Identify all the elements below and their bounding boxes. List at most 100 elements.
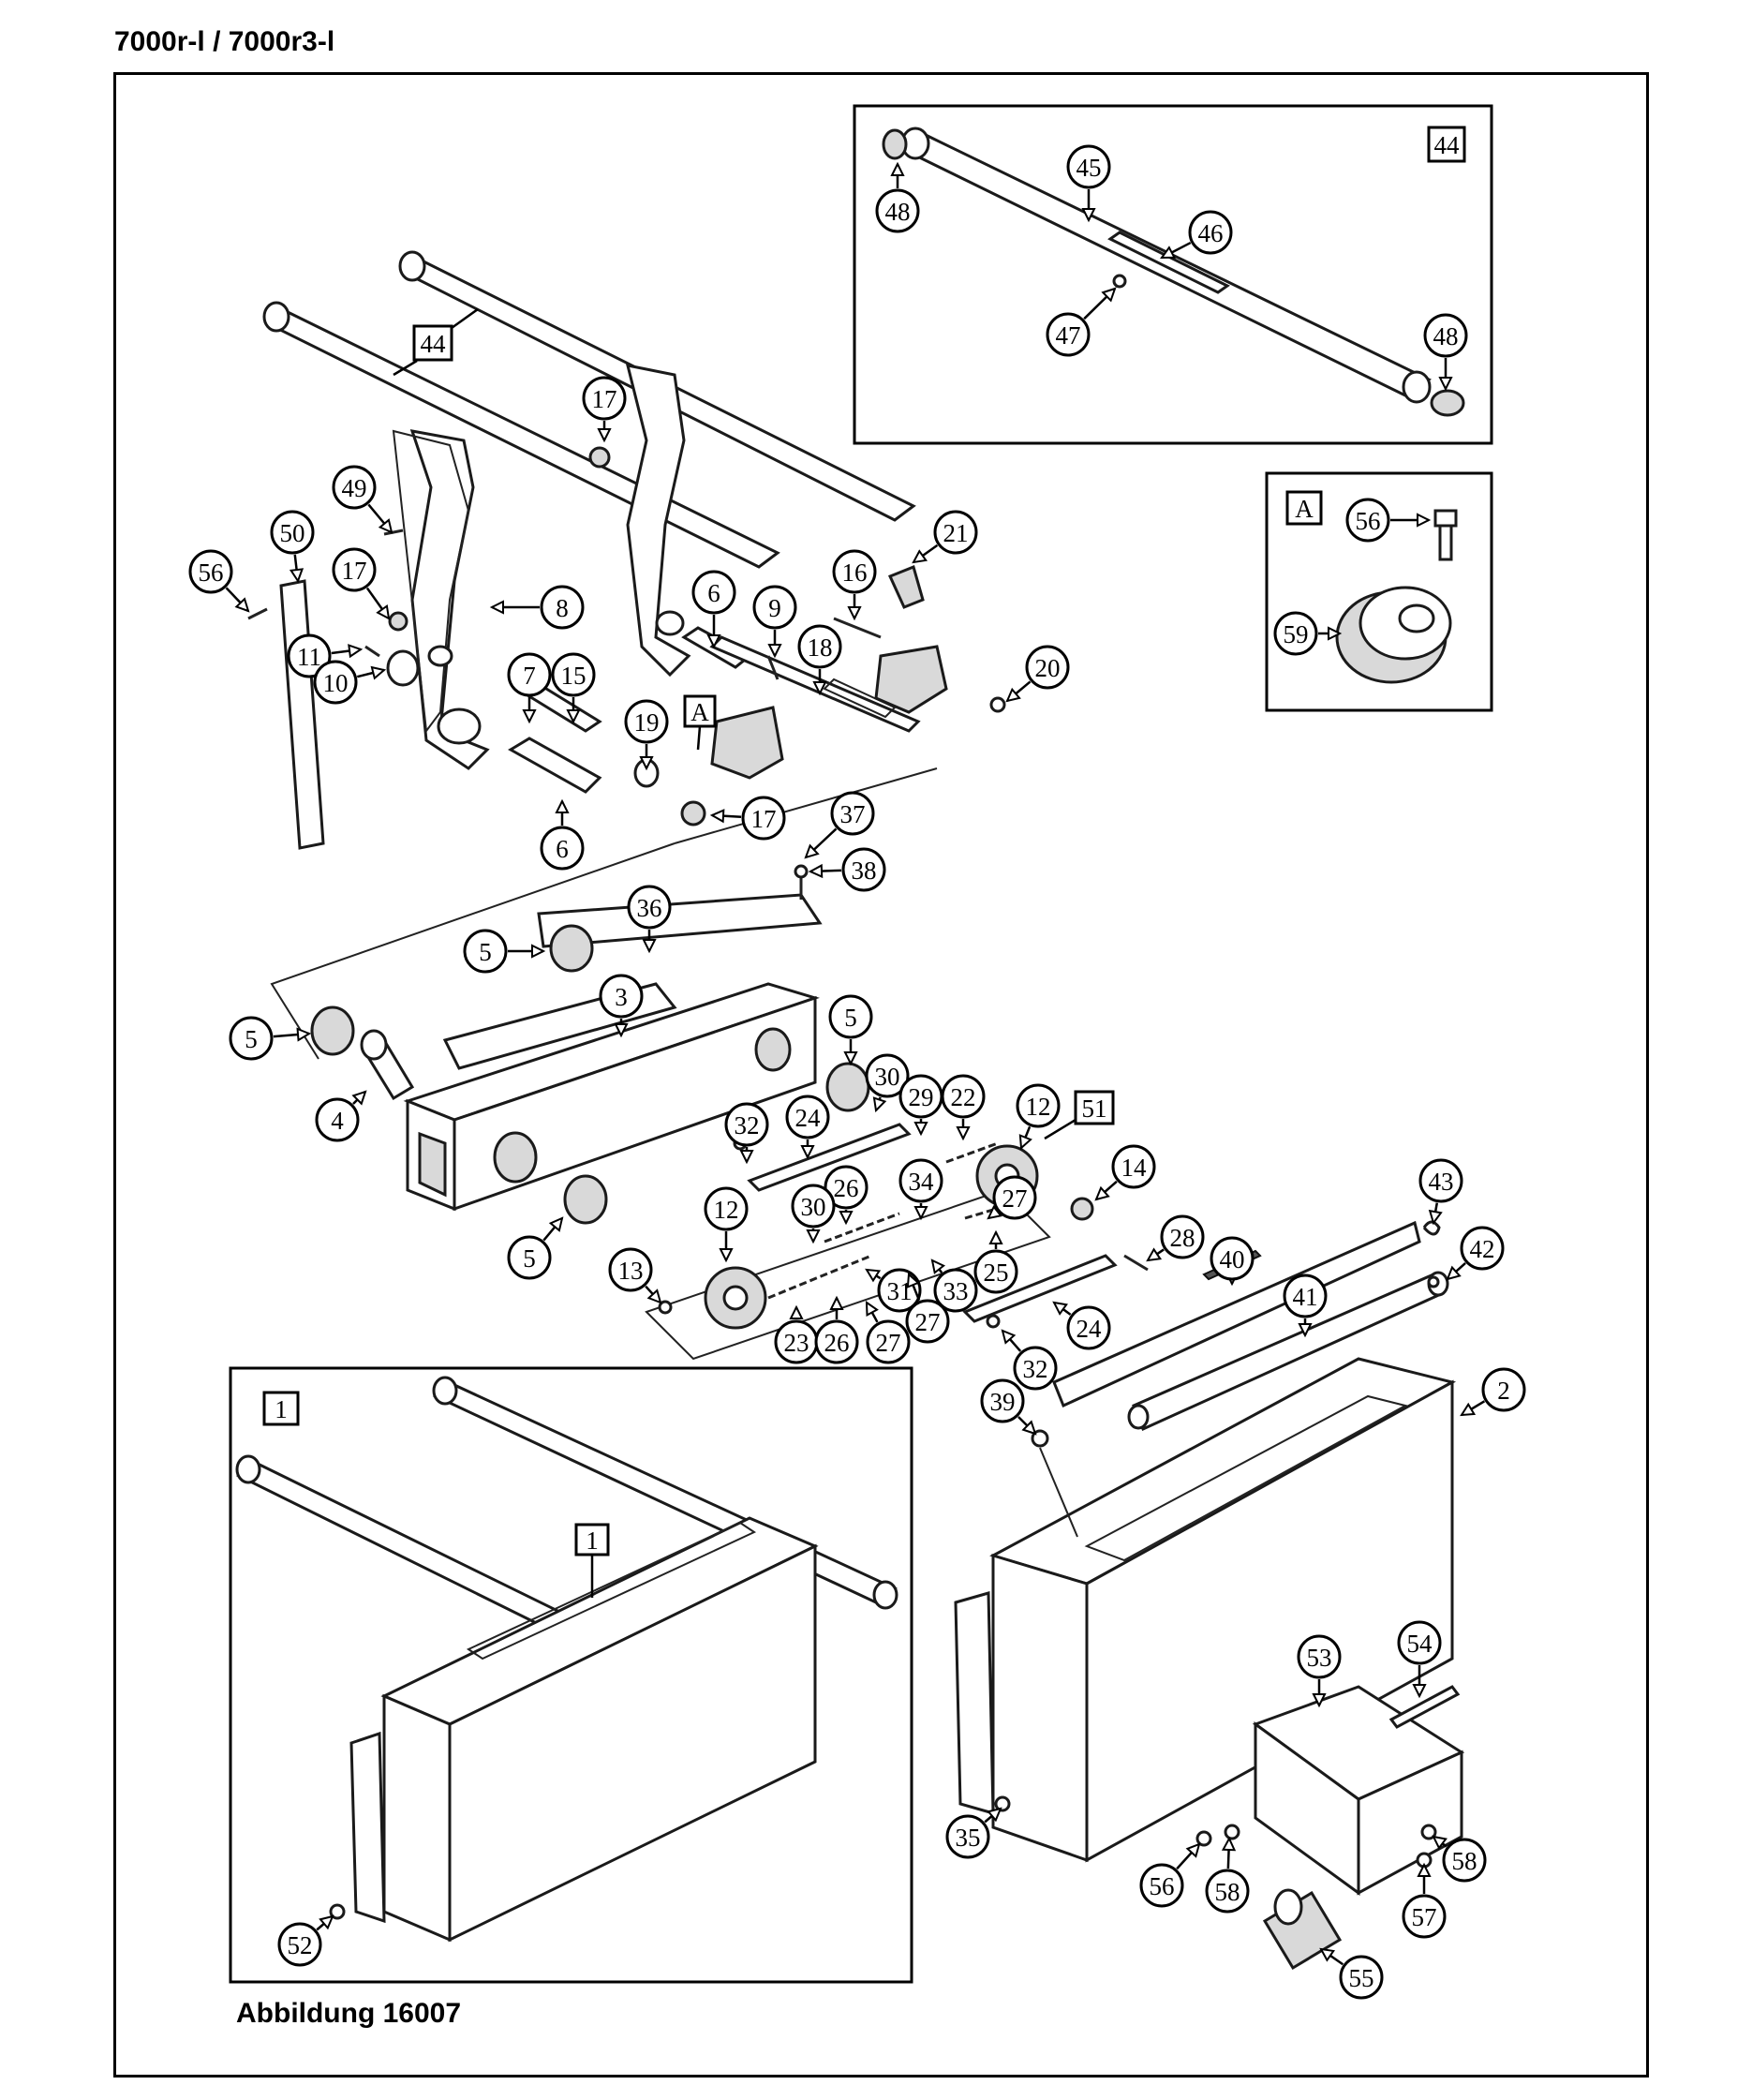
callout-c13: 13	[608, 1247, 662, 1304]
callout-arrowhead	[1160, 246, 1177, 260]
callout-number: 5	[844, 1004, 857, 1032]
svg-text:51: 51	[1082, 1095, 1107, 1123]
callout-arrowhead	[1005, 687, 1021, 703]
callout-arrowhead	[956, 1126, 971, 1141]
callout-circle	[540, 826, 585, 871]
part-42-pin	[1427, 1275, 1440, 1288]
callout-circle	[313, 660, 358, 705]
svg-text:1: 1	[586, 1527, 599, 1555]
callout-circle	[980, 1378, 1025, 1423]
callout-circle	[1460, 1226, 1505, 1271]
callout-c29: 29	[898, 1074, 943, 1137]
callout-arrowhead	[566, 709, 581, 724]
callout-c24b: 24	[1052, 1301, 1111, 1350]
part-36-plate-upper	[537, 893, 823, 948]
callout-arrowhead	[988, 1229, 1003, 1244]
callout-c22: 22	[941, 1074, 986, 1141]
callout-number: 58	[1452, 1847, 1477, 1875]
callout-c6a: 6	[691, 570, 736, 649]
callout-c46: 46	[1160, 210, 1233, 260]
callout-number: 49	[342, 474, 367, 502]
callout-circle	[1013, 1346, 1058, 1391]
callout-arrowhead	[522, 709, 537, 724]
callout-circle	[832, 549, 877, 594]
callout-c47: 47	[1046, 287, 1117, 357]
part-17-nut-a	[388, 611, 408, 632]
callout-number: 14	[1121, 1154, 1148, 1182]
callout-c8: 8	[489, 585, 585, 630]
callout-c37: 37	[804, 791, 875, 859]
part-54-shaft	[1388, 1685, 1461, 1729]
part-26-chain-a	[824, 1212, 900, 1244]
callout-number: 55	[1349, 1964, 1374, 1992]
callout-c27b: 27	[905, 1272, 950, 1344]
part-48-cap-left	[882, 128, 908, 160]
callout-number: 15	[561, 662, 586, 690]
square-label-44-main: 44	[393, 307, 479, 377]
callout-number: 20	[1035, 654, 1061, 682]
callout-c56c: 56	[1139, 1842, 1201, 1908]
callout-circle	[797, 624, 842, 669]
callout-c55: 55	[1319, 1947, 1384, 2000]
part-5-bearing-c	[825, 1062, 870, 1112]
callout-circle	[551, 652, 596, 697]
part-50-bracket	[279, 579, 325, 850]
callout-c3: 3	[599, 974, 644, 1038]
part-17-nut-b	[588, 446, 611, 469]
callout-number: 23	[784, 1329, 809, 1357]
callout-number: 57	[1412, 1903, 1437, 1931]
part-23-chain	[767, 1254, 872, 1300]
part-32-washer-b	[986, 1314, 1001, 1329]
callout-number: 5	[479, 938, 492, 966]
callout-arrowhead	[1094, 1185, 1110, 1201]
part-35-screw	[994, 1795, 1011, 1812]
svg-text:A: A	[1295, 495, 1314, 523]
callout-number: 54	[1407, 1630, 1433, 1658]
callout-c2: 2	[1460, 1367, 1526, 1417]
callout-c56b: 56	[188, 549, 250, 613]
svg-text:44: 44	[1434, 131, 1461, 159]
callout-arrowhead	[987, 1204, 1002, 1220]
callout-c45: 45	[1066, 144, 1111, 223]
callout-circle	[875, 188, 920, 233]
callout-arrowhead	[872, 1096, 887, 1113]
part-47-screw	[1112, 274, 1127, 289]
callout-number: 58	[1215, 1878, 1240, 1906]
part-12-sprocket-a	[704, 1266, 767, 1330]
callout-circle	[1418, 1158, 1463, 1203]
callout-number: 6	[556, 835, 569, 863]
callout-c53: 53	[1297, 1634, 1342, 1708]
callout-c16: 16	[832, 549, 877, 621]
part-43-clip	[1422, 1220, 1441, 1236]
callout-arrowhead	[489, 600, 504, 615]
callout-c17b: 17	[332, 547, 391, 620]
callout-number: 56	[1356, 507, 1381, 535]
callout-number: 24	[1076, 1315, 1103, 1343]
callout-number: 12	[714, 1196, 739, 1224]
callout-arrowhead	[767, 644, 782, 659]
callout-c28: 28	[1146, 1214, 1205, 1262]
callout-number: 25	[984, 1259, 1009, 1287]
part-14-spacer	[1070, 1197, 1094, 1221]
callout-c56a: 56	[1345, 498, 1432, 543]
callout-circle	[841, 847, 886, 892]
square-label-1-inner: 1	[574, 1523, 610, 1598]
callout-number: 4	[331, 1107, 344, 1135]
callout-circle	[905, 1299, 950, 1344]
callout-arrowhead	[639, 756, 654, 771]
callout-arrowhead	[296, 1027, 312, 1042]
callout-circle	[332, 547, 377, 592]
callout-number: 59	[1284, 620, 1309, 648]
callout-circle	[1066, 144, 1111, 189]
callout-number: 42	[1470, 1235, 1495, 1263]
callout-arrowhead	[646, 1288, 662, 1304]
callout-c25: 25	[973, 1229, 1018, 1294]
callout-number: 8	[556, 594, 569, 622]
callout-arrowhead	[829, 1295, 844, 1310]
callout-arrowhead	[739, 1150, 754, 1165]
callout-arrowhead	[319, 1914, 334, 1930]
callout-number: 21	[943, 519, 969, 547]
callout-arrowhead	[789, 1304, 804, 1319]
callout-arrowhead	[1298, 1323, 1313, 1338]
